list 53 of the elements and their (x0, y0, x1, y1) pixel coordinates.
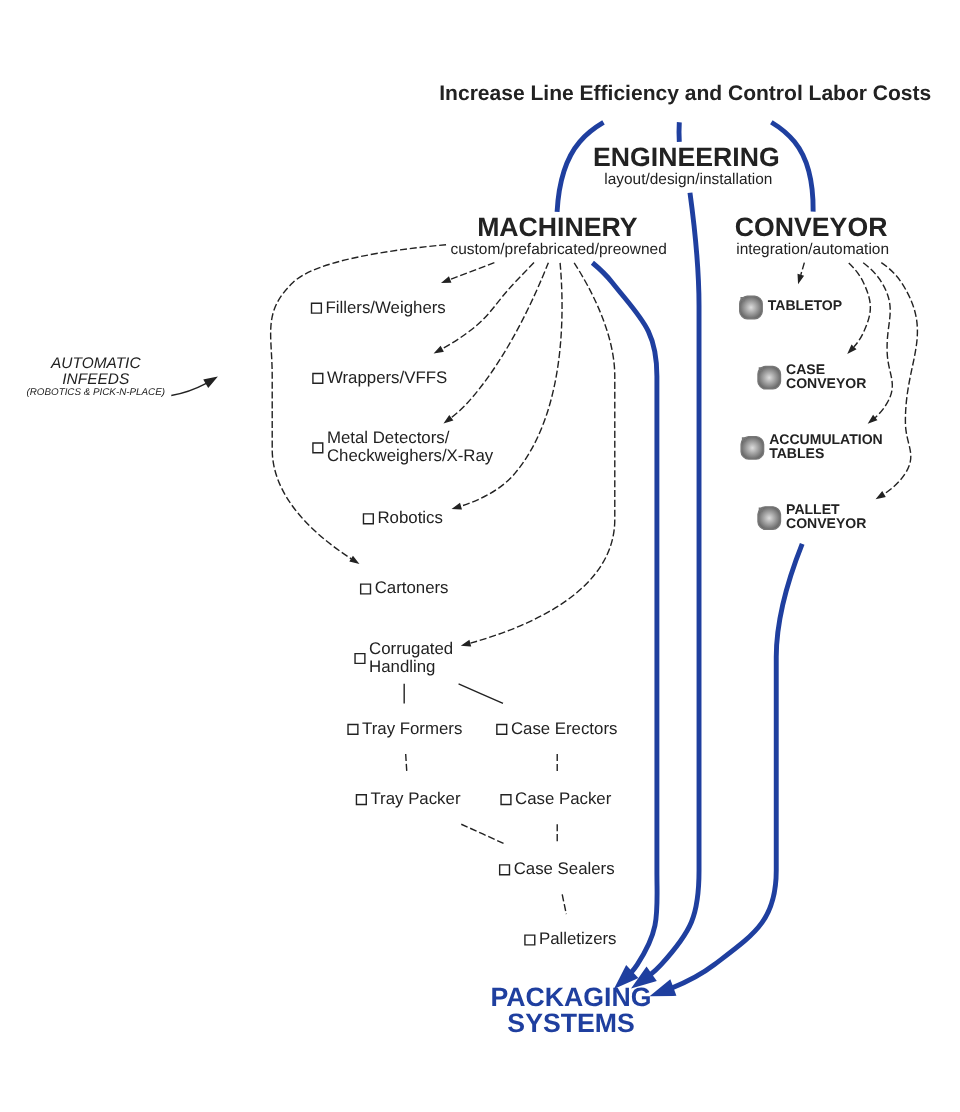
node-box (355, 793, 367, 806)
node-label: Cartoners (374, 577, 449, 598)
arrow (443, 261, 550, 424)
arrow (441, 261, 496, 283)
arrow (170, 376, 218, 397)
connector (403, 683, 405, 705)
arrow (269, 244, 447, 564)
node-text: ENGINEERING layout/design/installation (593, 141, 780, 188)
node-label: Palletizers (538, 928, 617, 949)
node-text: MACHINERY custom/prefabricated/preowned (450, 212, 667, 258)
connector (405, 753, 408, 775)
node-box (524, 934, 536, 946)
node-label: Metal Detectors/ Checkweighers/X-Ray (326, 427, 494, 466)
arrow (590, 260, 660, 989)
arrow (460, 262, 616, 647)
node-label: Case Sealers (513, 858, 615, 879)
connector (460, 823, 506, 845)
node-box (312, 442, 324, 454)
node-box (500, 793, 512, 806)
node-box (498, 864, 511, 876)
node-text: PACKAGING SYSTEMS (490, 981, 652, 1039)
connector (457, 683, 504, 705)
node-label: Tray Packer (370, 787, 461, 808)
node-label: Wrappers/VFFS (326, 366, 448, 387)
connector (554, 120, 605, 213)
node-box (310, 302, 323, 314)
node-text: Increase Line Efficiency and Control Labor Costs (439, 82, 932, 107)
connector (770, 120, 816, 212)
arrow (649, 542, 805, 997)
arrow (433, 261, 535, 354)
arrow (451, 262, 563, 510)
node-box (359, 583, 372, 595)
node-label: Corrugated Handling (369, 637, 454, 676)
node-label: Fillers/Weighers (325, 296, 446, 317)
node-box (312, 372, 324, 384)
connector (556, 753, 558, 775)
node-label: Tray Formers (362, 717, 463, 738)
node-label: Robotics (377, 507, 443, 528)
node-box (354, 652, 366, 665)
connector (556, 823, 558, 845)
arrow (862, 262, 894, 424)
node-box (496, 723, 508, 735)
node-label: Case Erectors (510, 717, 618, 738)
arrow (797, 261, 806, 285)
arrow (631, 192, 702, 989)
node-box (362, 513, 374, 525)
connector (676, 122, 682, 142)
connector (561, 893, 567, 915)
arrow (847, 262, 872, 354)
arrow (875, 261, 919, 500)
node-text: CONVEYOR integration/automation (734, 212, 890, 258)
node-box (347, 723, 359, 735)
node-label: Case Packer (515, 787, 612, 808)
